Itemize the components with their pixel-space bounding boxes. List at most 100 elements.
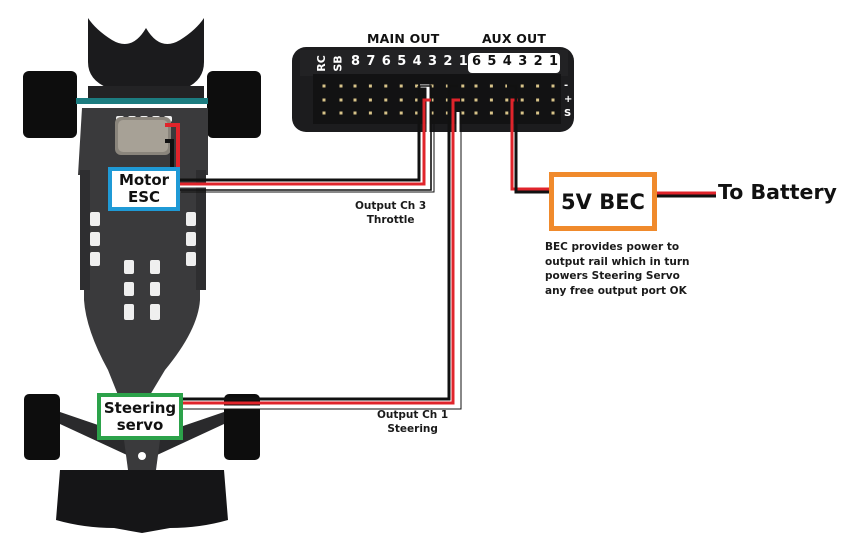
- header-pin: [445, 98, 449, 102]
- aux-out-pin-label: 4: [502, 54, 512, 69]
- rear-left-wheel: [23, 71, 77, 138]
- header-pin: [461, 111, 465, 115]
- steering-function-text: Steering: [387, 423, 438, 435]
- header-pin: [505, 111, 509, 115]
- aux-out-highlight: [468, 53, 560, 73]
- header-pin: [353, 84, 357, 88]
- rail-label: S: [564, 108, 572, 119]
- header-pin: [474, 98, 478, 102]
- main-out-pin-label: 1: [458, 54, 468, 69]
- header-pin: [445, 84, 449, 88]
- esc-label-line1: Motor: [118, 171, 170, 189]
- throttle-function-text: Throttle: [366, 214, 415, 226]
- header-pin: [505, 98, 509, 102]
- header-pin: [368, 98, 372, 102]
- rail-label: +: [564, 94, 573, 105]
- bec-note: BEC provides power to output rail which …: [545, 241, 690, 297]
- bec-box: 5V BEC: [549, 172, 657, 231]
- aux-out-pin-label: 5: [487, 54, 497, 69]
- header-pin: [353, 111, 357, 115]
- header-pin: [474, 84, 478, 88]
- wires: [180, 84, 716, 410]
- header-pin: [415, 111, 419, 115]
- header-pin: [339, 98, 343, 102]
- header-pin: [551, 98, 555, 102]
- header-pin: [322, 111, 326, 115]
- flight-controller: [292, 47, 574, 132]
- throttle-channel-text: Output Ch 3: [355, 200, 427, 212]
- header-pin: [322, 84, 326, 88]
- header-pin: [384, 111, 388, 115]
- servo-label-line2: servo: [116, 415, 164, 434]
- steering-channel-text: Output Ch 1: [377, 409, 449, 421]
- header-pin: [384, 98, 388, 102]
- header-pin: [489, 111, 493, 115]
- header-pin: [339, 84, 343, 88]
- header-pin: [415, 84, 419, 88]
- header-pin: [461, 84, 465, 88]
- wire-servo-steering: [183, 84, 462, 410]
- rail-label: -: [564, 80, 569, 91]
- battery-label: To Battery: [718, 180, 837, 204]
- servo-label-line1: Steering: [103, 398, 177, 417]
- header-pin: [368, 111, 372, 115]
- header-pin: [474, 111, 478, 115]
- header-pin: [520, 98, 524, 102]
- header-pin: [353, 98, 357, 102]
- main-out-pin-label: 2: [443, 54, 453, 69]
- steering-servo-box: Steering servo: [97, 393, 183, 440]
- pin-header: [313, 74, 561, 124]
- header-pin: [415, 98, 419, 102]
- header-pin: [368, 84, 372, 88]
- main-out-pin-label: 7: [366, 54, 376, 69]
- aux-out-pin-label: 3: [518, 54, 528, 69]
- steering-connection-label: Output Ch 1 Steering: [377, 408, 448, 436]
- header-pin: [536, 111, 540, 115]
- header-pin: [520, 84, 524, 88]
- motor-esc-box: Motor ESC: [108, 167, 180, 211]
- aux-out-pin-label: 1: [549, 54, 559, 69]
- wire-bec-battery: [657, 191, 716, 198]
- header-pin: [339, 111, 343, 115]
- header-pin: [461, 98, 465, 102]
- header-pin: [489, 98, 493, 102]
- wire-bec-aux: [507, 84, 549, 194]
- header-pin: [384, 84, 388, 88]
- header-pin: [430, 84, 434, 88]
- rc-car-chassis: [23, 18, 261, 533]
- main-out-pin-label: 3: [428, 54, 438, 69]
- rear-right-wheel: [207, 71, 261, 138]
- aux-out-pin-label: 2: [533, 54, 543, 69]
- header-pin: [430, 98, 434, 102]
- esc-label-line2: ESC: [127, 188, 161, 206]
- front-wing: [56, 470, 228, 533]
- bec-label: 5V BEC: [561, 189, 645, 214]
- main-out-label: MAIN OUT: [367, 31, 440, 46]
- side-port-label: SB: [331, 55, 345, 72]
- header-pin: [551, 111, 555, 115]
- front-left-wheel: [24, 394, 60, 460]
- header-pin: [551, 84, 555, 88]
- side-port-label: RC: [314, 55, 328, 72]
- wire-esc-throttle: [180, 84, 435, 193]
- aux-out-label: AUX OUT: [482, 31, 547, 46]
- header-pin: [399, 111, 403, 115]
- header-pin: [505, 84, 509, 88]
- rear-wing: [88, 18, 204, 88]
- header-pin: [430, 111, 434, 115]
- main-out-pin-label: 6: [381, 54, 391, 69]
- header-pin: [445, 111, 449, 115]
- header-pin: [399, 84, 403, 88]
- main-out-pin-label: 5: [397, 54, 407, 69]
- header-pin: [399, 98, 403, 102]
- header-pin: [536, 84, 540, 88]
- main-out-pin-label: 8: [351, 54, 361, 69]
- header-pin: [520, 111, 524, 115]
- header-pin: [322, 98, 326, 102]
- header-pin: [536, 98, 540, 102]
- aux-out-pin-label: 6: [472, 54, 482, 69]
- main-out-pin-label: 4: [412, 54, 422, 69]
- front-right-wheel: [224, 394, 260, 460]
- throttle-connection-label: Output Ch 3 Throttle: [355, 199, 426, 227]
